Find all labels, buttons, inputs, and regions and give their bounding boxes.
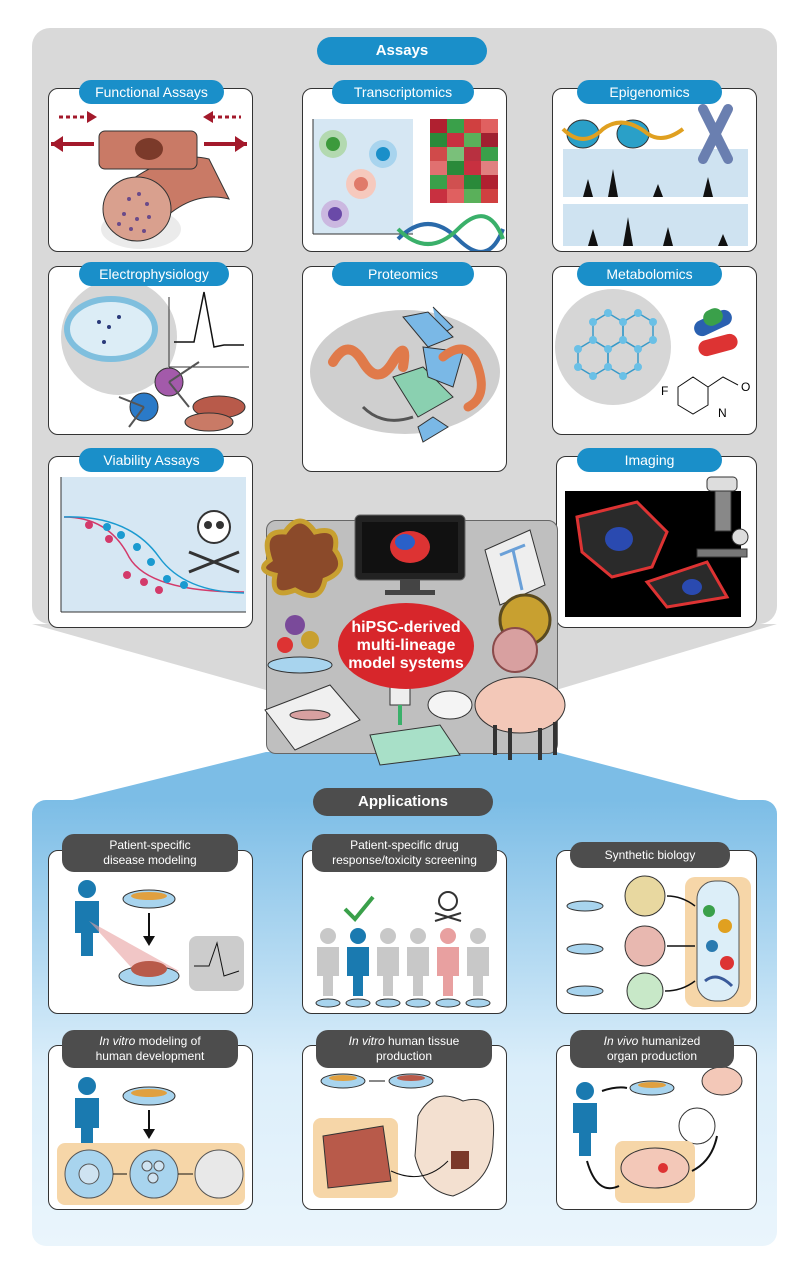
model-systems-line3: model systems — [348, 655, 464, 672]
organ-production-italic: In vivo — [603, 1034, 639, 1048]
heatmap — [430, 119, 498, 203]
human-development-italic: In vitro — [99, 1034, 136, 1048]
card-tissue-production[interactable] — [302, 1045, 507, 1210]
imaging-illustration — [565, 476, 749, 617]
human-development-illustration — [57, 1077, 245, 1205]
tissue-production-italic: In vitro — [348, 1034, 385, 1048]
card-epigenomics[interactable] — [552, 88, 757, 252]
drug-screening-illustration — [315, 891, 491, 1008]
tab-human-development: In vitro modeling of human development — [62, 1030, 238, 1068]
oxygen-label: O — [741, 380, 750, 394]
drug-screening-line1: Patient-specific drug — [350, 838, 459, 852]
card-transcriptomics[interactable] — [302, 88, 507, 252]
electrophysiology-illustration — [61, 279, 249, 432]
synthetic-biology-illustration — [566, 875, 751, 1010]
disease-modeling-line1: Patient-specific — [109, 838, 191, 852]
card-functional-assays[interactable] — [48, 88, 253, 252]
tab-viability-assays: Viability Assays — [79, 448, 224, 472]
synthetic-biology-line1: Synthetic biology — [604, 848, 696, 862]
tab-imaging: Imaging — [577, 448, 722, 472]
disease-modeling-line2: disease modeling — [103, 853, 197, 867]
card-imaging[interactable] — [556, 456, 757, 628]
nitrogen-label: N — [718, 406, 727, 420]
tab-electrophysiology: Electrophysiology — [79, 262, 229, 286]
tab-metabolomics: Metabolomics — [577, 262, 722, 286]
card-drug-screening[interactable] — [302, 850, 507, 1014]
viability-curve-illustration — [60, 477, 246, 613]
model-systems-label: hiPSC-derived multi-lineage model system… — [338, 603, 474, 689]
card-organ-production[interactable] — [556, 1045, 757, 1210]
transcriptomics-illustration — [312, 119, 505, 251]
tab-tissue-production: In vitro human tissue production — [316, 1030, 492, 1068]
tab-drug-screening: Patient-specific drug response/toxicity … — [312, 834, 497, 872]
card-synthetic-biology[interactable] — [556, 850, 757, 1014]
card-metabolomics[interactable]: F O N — [552, 266, 757, 435]
card-viability-assays[interactable] — [48, 456, 253, 628]
organ-production-illustration — [573, 1066, 743, 1203]
applications-title: Applications — [313, 788, 493, 816]
tab-organ-production: In vivo humanized organ production — [570, 1030, 734, 1068]
tissue-production-line2: production — [375, 1049, 433, 1063]
card-electrophysiology[interactable] — [48, 266, 253, 435]
assays-title: Assays — [317, 37, 487, 65]
protein-structure-illustration — [310, 306, 500, 443]
tissue-production-illustration — [313, 1073, 495, 1198]
tissue-production-line1: human tissue — [384, 1034, 460, 1048]
tab-transcriptomics: Transcriptomics — [332, 80, 474, 104]
model-systems-line1: hiPSC-derived — [351, 619, 461, 636]
tab-epigenomics: Epigenomics — [577, 80, 722, 104]
card-proteomics[interactable] — [302, 266, 507, 472]
drug-screening-line2: response/toxicity screening — [332, 853, 477, 867]
organ-production-line1: humanized — [638, 1034, 701, 1048]
tab-disease-modeling: Patient-specific disease modeling — [62, 834, 238, 872]
tab-functional-assays: Functional Assays — [79, 80, 224, 104]
epigenomics-illustration — [561, 104, 748, 246]
card-human-development[interactable] — [48, 1045, 253, 1210]
metabolomics-illustration: F O N — [555, 289, 750, 420]
model-systems-line2: multi-lineage — [356, 637, 456, 654]
tab-proteomics: Proteomics — [332, 262, 474, 286]
fluorine-label: F — [661, 384, 668, 398]
muscle-fiber-illustration — [51, 111, 247, 249]
tab-synthetic-biology: Synthetic biology — [570, 842, 730, 868]
organ-production-line2: organ production — [606, 1049, 698, 1063]
disease-modeling-illustration — [75, 880, 244, 991]
card-disease-modeling[interactable] — [48, 850, 253, 1014]
human-development-line1: modeling of — [135, 1034, 201, 1048]
human-development-line2: human development — [95, 1049, 205, 1063]
